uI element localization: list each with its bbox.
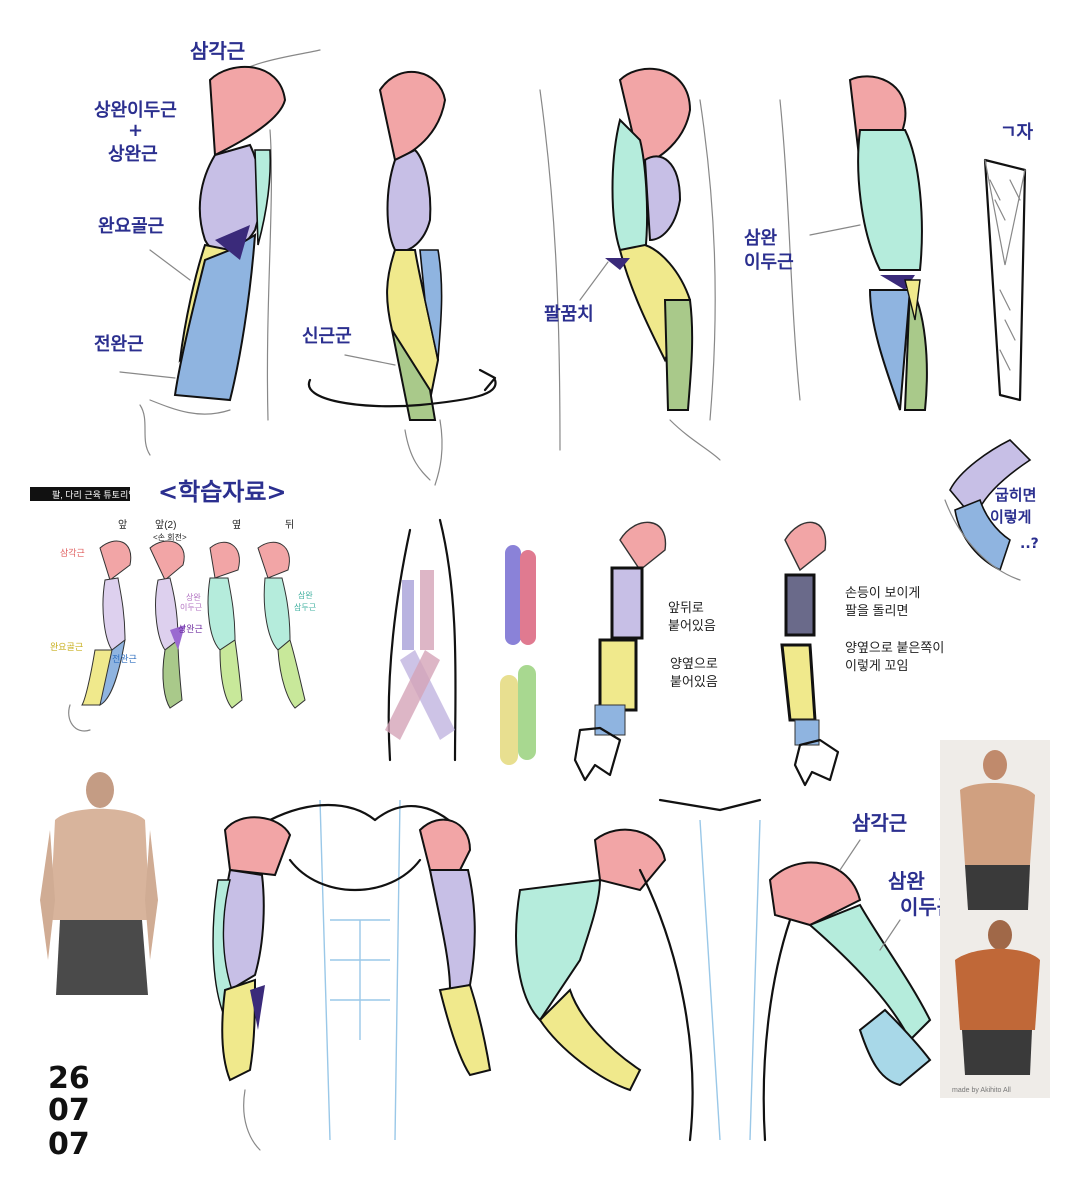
pill-diagram xyxy=(500,545,536,765)
label-bend-line3: ..? xyxy=(1020,536,1039,552)
arm-sketch-side xyxy=(539,67,721,461)
view-label-front: 앞 xyxy=(118,519,127,531)
note-front-back-line1: 앞뒤로 xyxy=(668,600,704,615)
label-plus-sign: + xyxy=(128,120,143,141)
ref-arm-3 xyxy=(207,541,243,709)
label-forearm: 전완근 xyxy=(94,334,144,355)
torso-label-triceps-line1: 삼완 xyxy=(888,869,925,893)
label-deltoid: 삼각근 xyxy=(190,39,245,63)
view-label-front2: 앞(2) xyxy=(155,519,176,531)
ref-label-back-triceps-line1: 삼완 xyxy=(298,590,313,600)
note-twist-line1: 양옆으로 붙은쪽이 xyxy=(845,640,944,655)
reference-header-bar xyxy=(30,487,130,501)
view-label-back: 뒤 xyxy=(285,519,294,531)
ref-label-brachioradialis: 완요골근 xyxy=(50,642,83,652)
label-bend-line1: 굽히면 xyxy=(995,486,1036,504)
reference-photo-front-torso xyxy=(40,772,160,1005)
ref-arm-1 xyxy=(68,540,132,732)
torso-label-deltoid: 삼각근 xyxy=(852,811,907,835)
label-bend-line2: 이렇게 xyxy=(990,508,1031,526)
arm-sketch-front xyxy=(139,49,321,456)
study-title: <학습자료> xyxy=(158,478,287,506)
date-line2: 07 xyxy=(48,1093,90,1128)
ref-label-forearm: 전완근 xyxy=(112,654,137,664)
label-biceps-line1: 상완이두근 xyxy=(94,100,177,121)
arm-sketch-rotated xyxy=(307,71,497,486)
reference-header: 팔, 다리 근육 튜토리얼 xyxy=(52,489,137,500)
torso-front-sketch xyxy=(212,799,492,1151)
ref-arm-2 xyxy=(149,540,185,709)
label-brachialis: 상완근 xyxy=(108,144,158,165)
reference-panel: 팔, 다리 근육 튜토리얼 <학습자료> 앞 앞(2) <손 회전> 옆 뒤 xyxy=(30,478,316,732)
torso-back-sketch xyxy=(515,798,932,1142)
label-brachioradialis: 완요골근 xyxy=(98,216,164,237)
label-triceps-line2: 이두근 xyxy=(744,252,794,273)
arm-sketch-front-back xyxy=(573,521,667,782)
arm-sketch-back xyxy=(779,75,928,411)
label-triceps-line1: 삼완 xyxy=(744,228,778,249)
photo-credit: made by Akihito All xyxy=(952,1087,1011,1094)
bent-arm-sketch xyxy=(944,439,1032,581)
note-front-back-line2: 붙어있음 xyxy=(668,618,716,633)
note-rotate-line1: 손등이 보이게 xyxy=(845,585,920,600)
reference-photo-back-poses xyxy=(940,740,1050,1098)
ref-label-triceps-line1: 상완 xyxy=(186,592,201,602)
ref-label-back-triceps-line2: 삼두근 xyxy=(294,602,316,612)
ref-label-brachialis: 상완근 xyxy=(178,624,203,634)
note-twist-line2: 이렇게 꼬임 xyxy=(845,658,908,673)
date-line1: 26 xyxy=(48,1061,90,1096)
twist-diagram xyxy=(385,518,457,762)
note-sides-line1: 양옆으로 xyxy=(670,656,718,671)
date-line3: 07 xyxy=(48,1127,90,1162)
label-extensor: 신근군 xyxy=(302,326,352,347)
ref-arm-4 xyxy=(257,541,306,709)
note-sides-line2: 붙어있음 xyxy=(670,674,718,689)
arm-sketch-twisted xyxy=(780,521,840,787)
ref-label-deltoid: 삼각근 xyxy=(60,547,85,558)
arm-sketch-hatched xyxy=(983,158,1027,402)
ref-label-triceps-line2: 이두근 xyxy=(180,602,202,612)
note-rotate-line2: 팔을 돌리면 xyxy=(845,603,908,618)
label-elbow: 팔꿈치 xyxy=(544,304,594,325)
label-v-shape: ㄱ자 xyxy=(1000,122,1034,143)
view-subview: <손 회전> xyxy=(153,532,187,542)
view-label-side: 옆 xyxy=(232,519,241,531)
